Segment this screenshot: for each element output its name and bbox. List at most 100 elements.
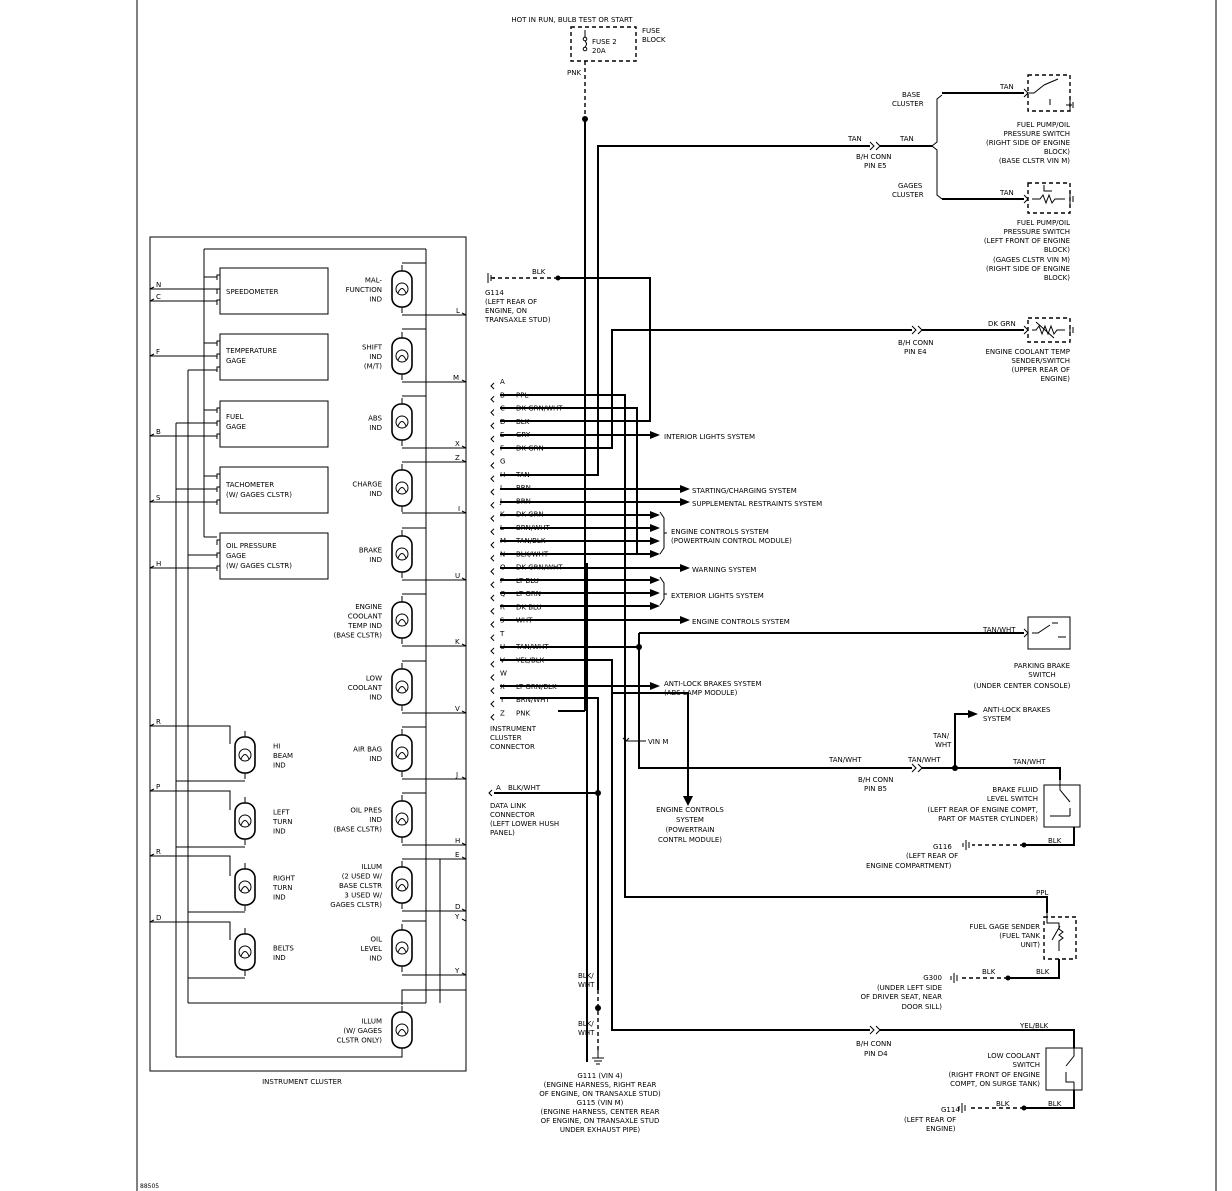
- bf-l2: LEVEL SWITCH: [987, 795, 1038, 803]
- g114-top-l4: TRANSAXLE STUD): [484, 316, 551, 324]
- indicator-bulb-right-10-label: OIL: [371, 936, 383, 944]
- fp2-l4: BLOCK): [1044, 246, 1070, 254]
- sys-interior: INTERIOR LIGHTS SYSTEM: [664, 433, 755, 441]
- sys-engine-bottom-2: SYSTEM: [676, 816, 704, 824]
- sys-engine-bottom-3: (POWERTRAIN: [665, 826, 714, 834]
- pin-wire-color: PNK: [516, 709, 530, 717]
- ppl-wire: PPL: [1036, 889, 1048, 897]
- left-pin-p: P: [156, 783, 160, 791]
- tan-wht-split-1: TAN/: [932, 732, 950, 740]
- indicator-bulb-right-5-label: ENGINE: [355, 603, 382, 611]
- left-pin-r2: R: [156, 848, 161, 856]
- left-pin-r1: R: [156, 718, 161, 726]
- indicator-bulb-right-11-label: (W/ GAGES: [343, 1027, 382, 1035]
- gauge-speedometer: SPEEDOMETER: [226, 288, 279, 296]
- right-pin-y1: Y: [454, 913, 460, 921]
- indicator-bulb-left-1-label: IND: [273, 828, 286, 836]
- indicator-bulb-right-1-label: SHIFT: [362, 344, 383, 352]
- indicator-bulb-right-4-label: BRAKE: [359, 546, 382, 554]
- left-pin-d: D: [156, 914, 161, 922]
- instrument-cluster: INSTRUMENT CLUSTER SPEEDOMETER TEMPERATU…: [149, 236, 467, 1086]
- ground-g114-top: BLK G114 (LEFT REAR OF ENGINE, ON TRANSA…: [484, 268, 651, 422]
- g116-l2: (LEFT REAR OF: [906, 852, 958, 860]
- connector-pin-w: W: [490, 670, 507, 681]
- indicator-bulb-right-6-label: IND: [369, 694, 382, 702]
- indicator-bulb-right-8-label: OIL PRES: [350, 807, 382, 815]
- left-pin-b: B: [156, 428, 161, 436]
- gnd-wire2-b: WHT: [578, 1029, 595, 1037]
- sys-engine: ENGINE CONTROLS SYSTEM: [692, 618, 790, 626]
- gauge-fuel-2: GAGE: [226, 423, 246, 431]
- fs-l2: (FUEL TANK: [999, 932, 1040, 940]
- indicator-bulb-right-7: AIR BAG IND: [353, 729, 413, 777]
- right-pin-v: V: [455, 705, 460, 713]
- conn-e5-2: PIN E5: [864, 162, 887, 170]
- indicator-bulb-left-0-label: HI: [273, 743, 280, 751]
- power-feed: HOT IN RUN, BULB TEST OR START FUSE 2 20…: [511, 16, 666, 712]
- gages-cluster-1: GAGES: [898, 182, 923, 190]
- pin-letter: Z: [500, 709, 505, 717]
- pin-wire-color: DK BLU: [516, 603, 542, 611]
- fp1-l2: PRESSURE SWITCH: [1004, 130, 1070, 138]
- abs-sys-1: ANTI-LOCK BRAKES: [983, 706, 1051, 714]
- sys-srs: SUPPLEMENTAL RESTRAINTS SYSTEM: [692, 500, 822, 508]
- gauge-tach-2: (W/ GAGES CLSTR): [226, 491, 292, 499]
- blk-wire-bf: BLK: [1048, 837, 1062, 845]
- indicator-bulb-right-7-label: IND: [369, 755, 382, 763]
- indicator-bulb-left-1-label: TURN: [272, 818, 293, 826]
- fp2-l6: (RIGHT SIDE OF ENGINE: [986, 265, 1070, 273]
- g114-top-wire: BLK: [532, 268, 546, 276]
- gauge-temperature-2: GAGE: [226, 357, 246, 365]
- gnd-l1: G111 (VIN 4): [577, 1072, 623, 1080]
- tan-wht-wire-2: TAN/WHT: [907, 756, 941, 764]
- indicator-bulb-right-0-label: IND: [369, 296, 382, 304]
- connector-label-1: INSTRUMENT: [490, 725, 537, 733]
- g300-l3: OF DRIVER SEAT, NEAR: [860, 993, 942, 1001]
- g114-top-l2: (LEFT REAR OF: [485, 298, 537, 306]
- conn-e4-2: PIN E4: [904, 348, 927, 356]
- bf-l3: (LEFT REAR OF ENGINE COMPT,: [927, 806, 1038, 814]
- pin-letter: D: [500, 418, 505, 426]
- right-pin-i: I: [458, 505, 460, 513]
- gnd-wire1-b: WHT: [578, 981, 595, 989]
- g116-l3: ENGINE COMPARTMENT): [866, 862, 952, 870]
- g300-l4: DOOR SILL): [901, 1003, 942, 1011]
- pb-l1: PARKING BRAKE: [1014, 662, 1070, 670]
- cluster-label: INSTRUMENT CLUSTER: [262, 1078, 342, 1086]
- ground-bottom: BLK/ WHT BLK/ WHT G111 (VIN 4) (ENGINE H…: [539, 793, 661, 1134]
- fp1-l1: FUEL PUMP/OIL: [1017, 121, 1070, 129]
- right-pin-l: L: [456, 307, 460, 315]
- indicator-bulb-right-7-label: AIR BAG: [353, 745, 382, 753]
- left-pin-h: H: [156, 560, 161, 568]
- fp1-l5: (BASE CLSTR VIN M): [999, 157, 1070, 165]
- dlc-l3: (LEFT LOWER HUSH: [490, 820, 559, 828]
- gnd-l2: (ENGINE HARNESS, RIGHT REAR: [544, 1081, 657, 1089]
- sys-exterior: EXTERIOR LIGHTS SYSTEM: [671, 592, 764, 600]
- right-components: TAN TAN B/H CONN PIN E5 BASE CLUSTER GAG…: [636, 74, 1083, 1133]
- fp2-l1: FUEL PUMP/OIL: [1017, 219, 1070, 227]
- dlc-l4: PANEL): [490, 829, 515, 837]
- right-pin-e: E: [455, 851, 459, 859]
- left-pin-f: F: [156, 348, 160, 356]
- right-pin-d: D: [455, 903, 460, 911]
- indicator-bulb-right-8-label: IND: [369, 816, 382, 824]
- indicator-bulb-right-0-label: MAL-: [365, 277, 383, 285]
- right-pin-u: U: [455, 572, 460, 580]
- gauge-tach-1: TACHOMETER: [225, 481, 274, 489]
